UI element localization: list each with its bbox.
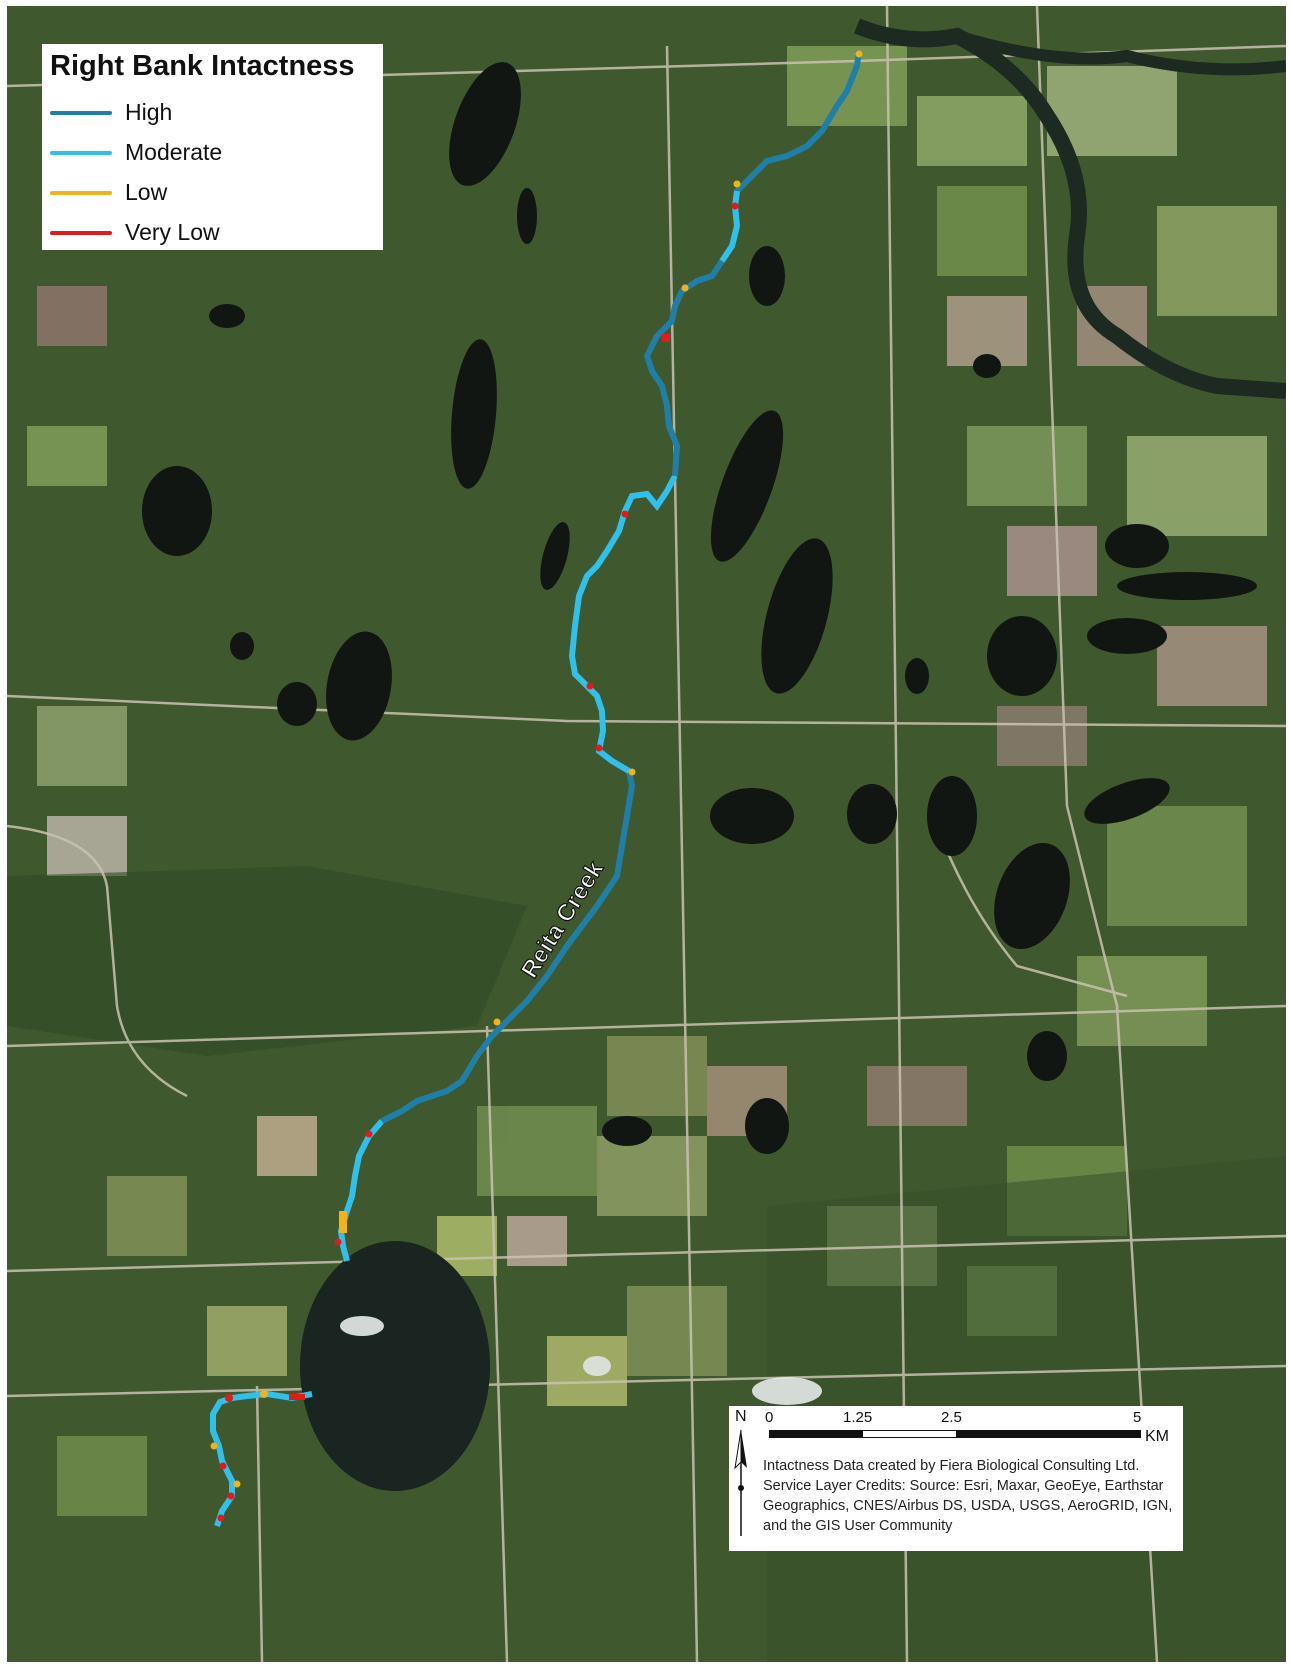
north-label: N [735,1408,747,1425]
map-credits: Intactness Data created by Fiera Biologi… [763,1458,1173,1534]
legend-item-low: Low [50,176,370,210]
cloud [340,1316,384,1336]
north-arrow-icon [734,1429,747,1536]
scale-unit: KM [1145,1428,1169,1445]
scale-bar [769,1430,1141,1438]
scale-segment [770,1431,863,1437]
legend-swatch-high [50,111,112,115]
creek-mid-moderate [568,474,678,774]
river [854,18,1286,399]
legend-item-very-low: Very Low [50,216,370,250]
legend-item-moderate: Moderate [50,136,370,170]
legend-label: High [125,99,173,125]
river-upper [955,30,1286,76]
creek-main-high [380,770,636,1124]
scale-segment [956,1431,1140,1437]
legend-swatch-moderate [50,151,112,155]
legend-label: Very Low [125,219,220,245]
intactness-markers [210,50,863,1522]
forest-band [7,866,527,1056]
map-frame[interactable]: Reita Creek Right Bank Intactness High M… [7,6,1286,1662]
legend-title: Right Bank Intactness [50,50,355,82]
cloud [752,1377,822,1405]
legend-swatch-low [50,191,112,195]
scale-segment [863,1431,956,1437]
legend-swatch-very-low [50,231,112,235]
creek-upper-moderate [719,190,741,263]
legend-label: Low [125,179,168,205]
scale-and-credits-box: N 0 1.25 2.5 5 KM Intactness Data create… [729,1406,1183,1551]
scale-label-0: 0 [765,1409,774,1426]
cloud [583,1356,611,1376]
legend: Right Bank Intactness High Moderate Low … [42,44,383,250]
scale-label-5: 5 [1133,1409,1142,1426]
scale-label-2-5: 2.5 [941,1409,962,1426]
large-lake [300,1241,490,1491]
creek-main-moderate [337,1119,385,1262]
scale-label-1-25: 1.25 [843,1409,873,1426]
legend-label: Moderate [125,139,223,165]
water-bodies [142,62,1257,1154]
legend-item-high: High [50,96,370,130]
